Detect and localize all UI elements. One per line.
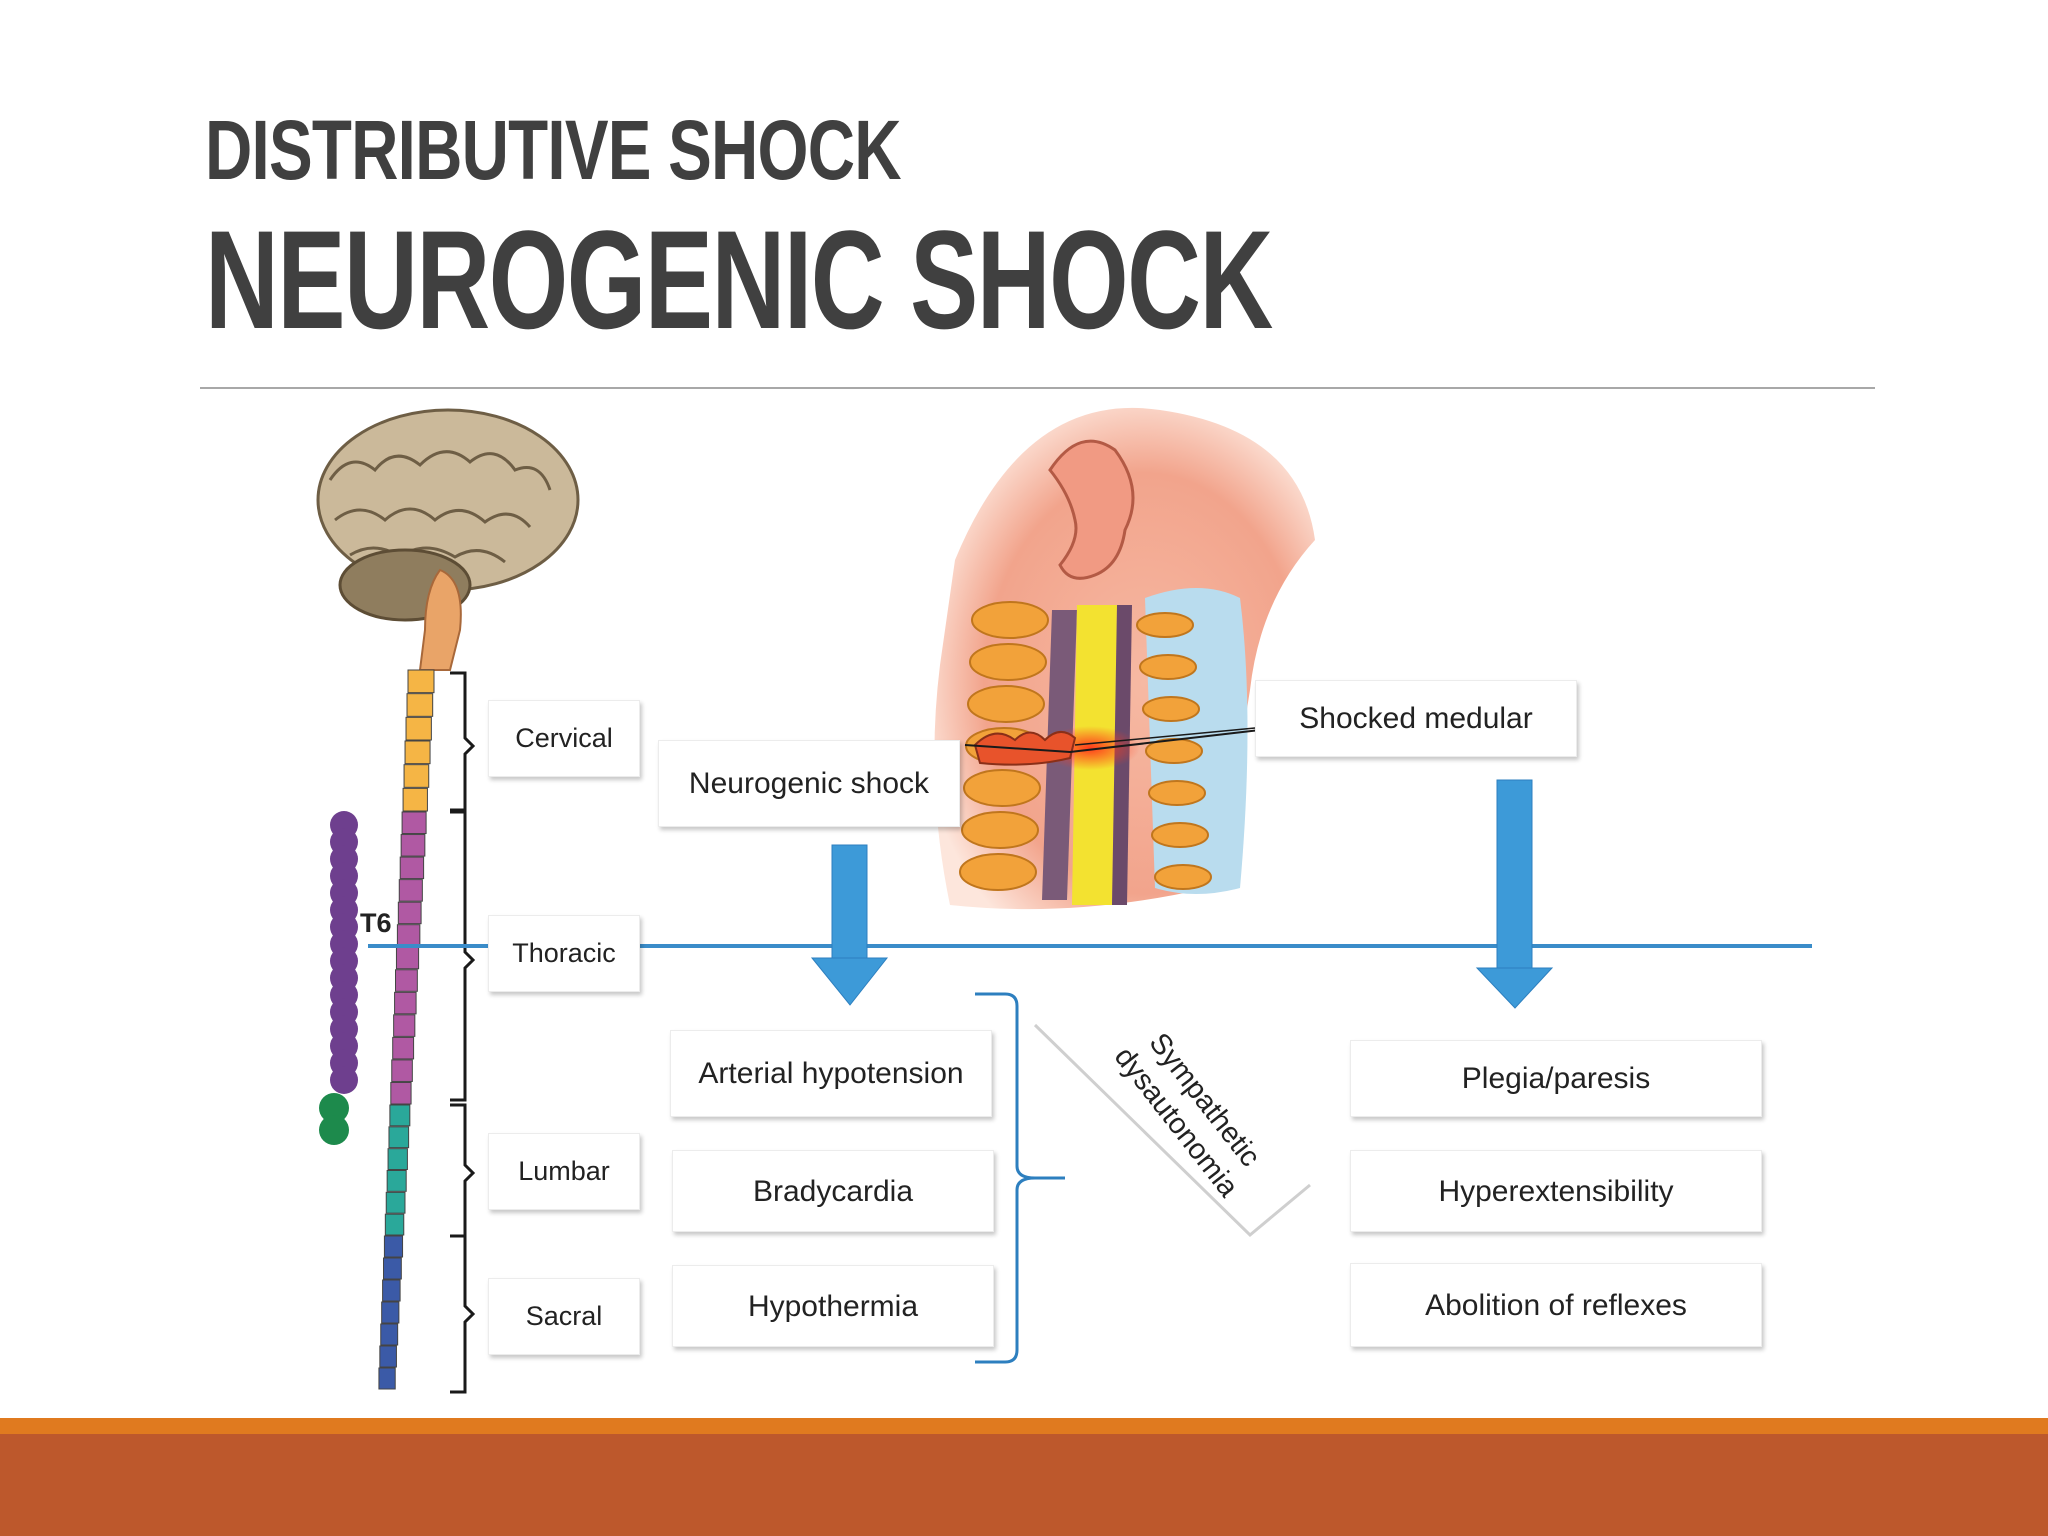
- cord-segment: [380, 1323, 399, 1346]
- effect-plegia-paresis: Plegia/paresis: [1350, 1040, 1762, 1117]
- cord-segment: [391, 1059, 413, 1082]
- sacral-bracket: [450, 1234, 476, 1394]
- cord-segment: [401, 811, 427, 835]
- cord-segment: [399, 856, 425, 880]
- chain-dot: [319, 1093, 349, 1123]
- slide-subtitle: DISTRIBUTIVE SHOCK: [205, 103, 902, 197]
- vertebra-process: [1154, 864, 1212, 890]
- thoracic-bracket: [450, 810, 476, 1102]
- cord-segment: [396, 924, 421, 947]
- spinal-cord: [378, 669, 435, 1390]
- label-lumbar: Lumbar: [488, 1133, 640, 1210]
- cord-segment: [385, 1191, 406, 1214]
- chain-dot: [319, 1115, 349, 1145]
- cord-segment: [390, 1081, 412, 1105]
- cord-segment: [405, 716, 432, 741]
- footer-accent-stripe: [0, 1418, 2048, 1434]
- t6-marker: T6: [360, 908, 392, 938]
- cord-segment: [395, 969, 418, 992]
- label-sacral: Sacral: [488, 1278, 640, 1355]
- arrow-shocked: [1475, 779, 1554, 1009]
- cord-segment: [384, 1213, 405, 1236]
- cervical-bracket: [450, 671, 476, 812]
- vertebra-body: [967, 685, 1045, 723]
- vertebra-body: [969, 643, 1047, 681]
- effect-abolition-of-reflexes: Abolition of reflexes: [1350, 1263, 1762, 1347]
- chain-dot: [330, 1066, 358, 1094]
- cord-segment: [389, 1104, 411, 1127]
- effect-bradycardia: Bradycardia: [672, 1150, 994, 1232]
- vertebra-process: [1139, 654, 1197, 680]
- vertebra-process: [1142, 696, 1200, 722]
- cord-segment: [388, 1126, 410, 1149]
- cord-segment: [383, 1235, 404, 1258]
- cord-segment: [403, 764, 430, 788]
- effect-arterial-hypotension: Arterial hypotension: [670, 1030, 992, 1117]
- cord-segment: [383, 1257, 402, 1280]
- vertebra-process: [1151, 822, 1209, 848]
- cord-segment: [382, 1279, 401, 1302]
- label-shocked-medular: Shocked medular: [1255, 680, 1577, 757]
- label-cervical: Cervical: [488, 700, 640, 777]
- cord-segment: [404, 740, 431, 765]
- brain-illustration: [316, 408, 580, 671]
- cord-segment: [395, 946, 420, 970]
- cord-segment: [381, 1301, 400, 1324]
- effects-brace: [975, 992, 1065, 1364]
- effect-hypothermia: Hypothermia: [672, 1265, 994, 1347]
- cord-segment: [407, 669, 435, 694]
- vertebra-body: [963, 769, 1041, 807]
- cord-segment: [392, 1036, 415, 1060]
- cord-segment: [402, 787, 428, 812]
- cord-segment: [394, 991, 417, 1015]
- vertebra-body: [959, 853, 1037, 891]
- cord-segment: [406, 693, 434, 717]
- vertebra-body: [961, 811, 1039, 849]
- lumbar-bracket: [450, 1103, 476, 1238]
- cord-segment: [398, 879, 423, 902]
- cord-segment: [397, 901, 422, 925]
- cord-segment: [379, 1345, 397, 1368]
- cord-segment: [393, 1014, 416, 1037]
- cord-segment: [378, 1367, 396, 1390]
- vertebra-process: [1148, 780, 1206, 806]
- footer-band: [0, 1434, 2048, 1536]
- vertebra-body: [971, 601, 1049, 639]
- sympathetic-connector: [1033, 1023, 1311, 1238]
- cord-segment: [400, 834, 426, 857]
- effect-hyperextensibility: Hyperextensibility: [1350, 1150, 1762, 1232]
- slide-title: NEUROGENIC SHOCK: [205, 201, 1273, 358]
- label-thoracic: Thoracic: [488, 915, 640, 992]
- title-divider: [200, 387, 1875, 389]
- arrow-neurogenic: [810, 844, 889, 1006]
- neck-illustration: [934, 407, 1315, 910]
- vertebra-process: [1136, 612, 1194, 638]
- label-neurogenic-shock: Neurogenic shock: [658, 740, 960, 827]
- cord-segment: [387, 1148, 408, 1170]
- cord-segment: [386, 1170, 407, 1192]
- sympathetic-chain-dots: [319, 811, 358, 1145]
